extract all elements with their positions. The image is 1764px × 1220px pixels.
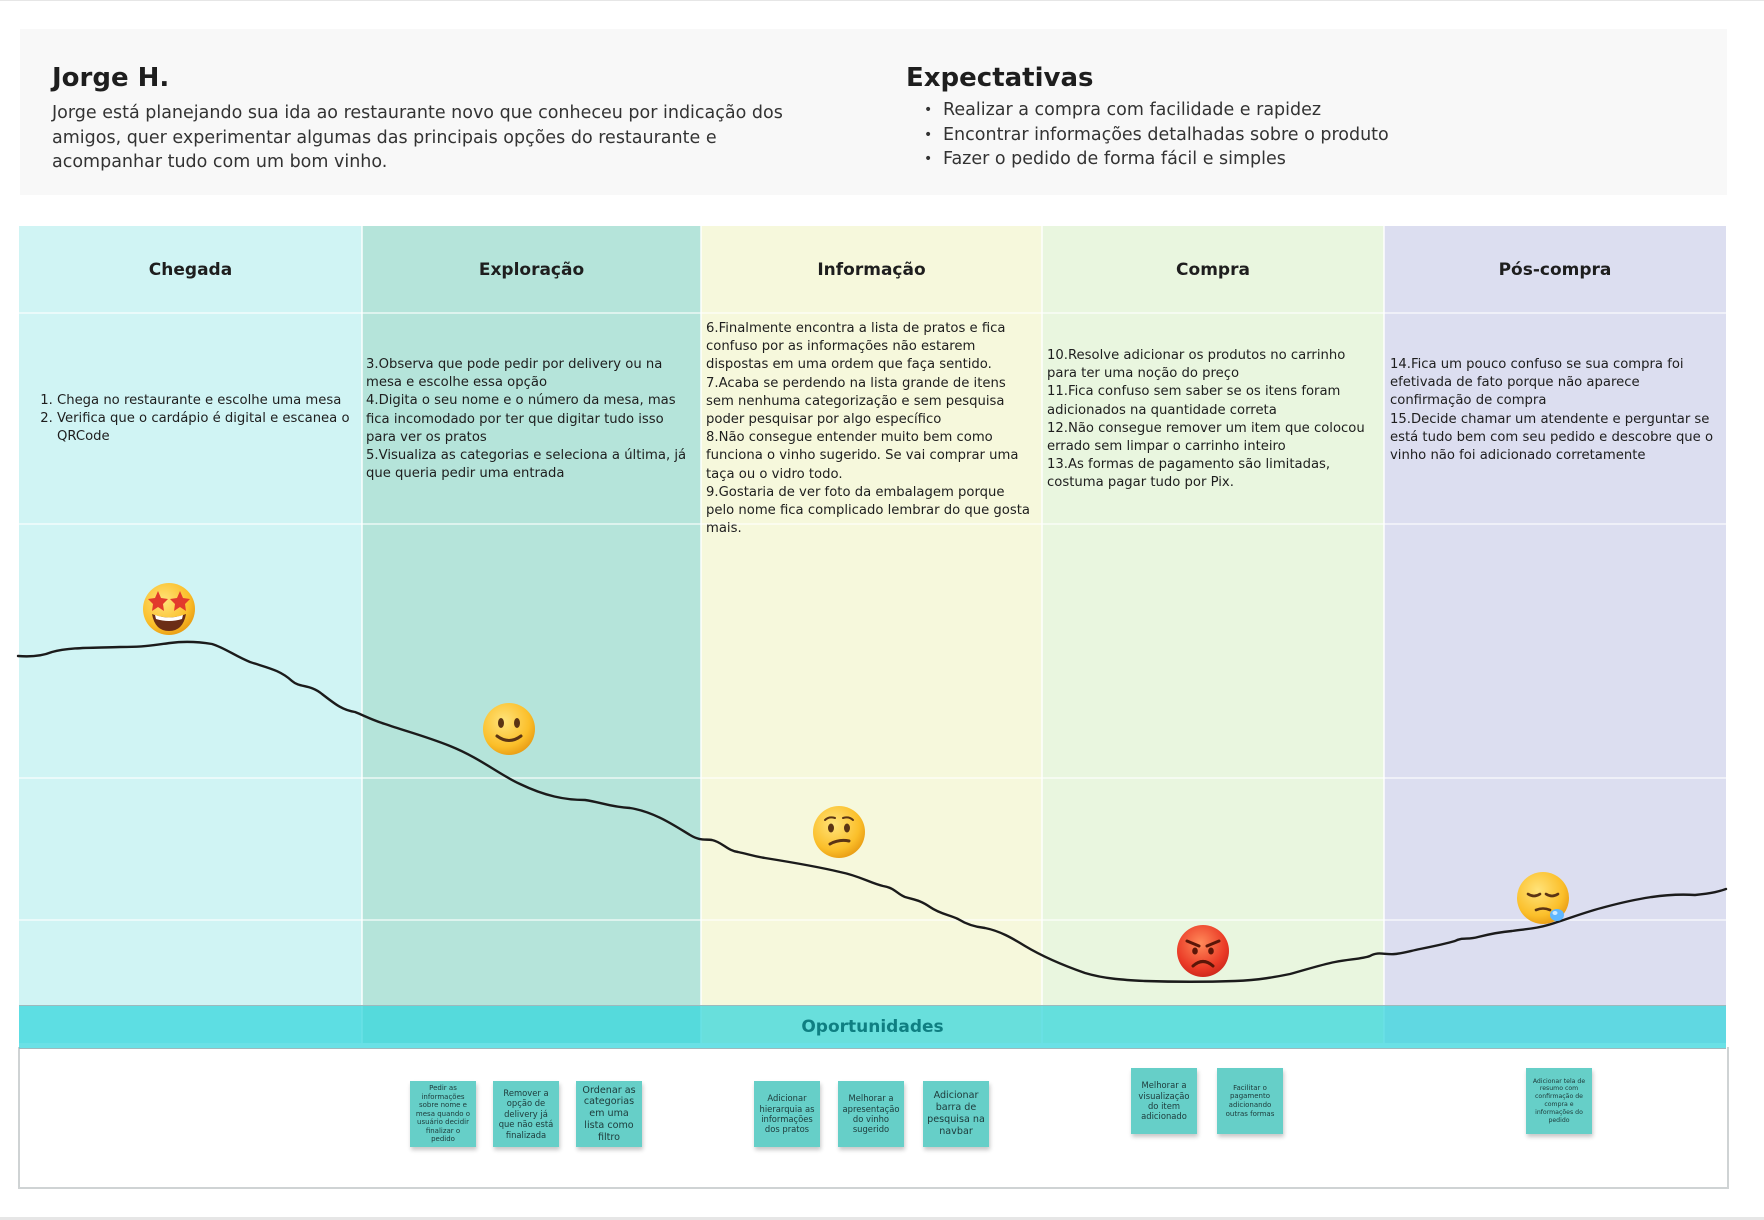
column-divider (361, 226, 363, 1043)
step-item: 11.Fica confuso sem saber se os itens fo… (1047, 384, 1341, 418)
sticky-note[interactable]: Pedir as informações sobre nome e mesa q… (410, 1081, 476, 1147)
step-item: 14.Fica um pouco confuso se sua compra f… (1390, 357, 1684, 409)
sleepy-emoji-icon (1517, 872, 1569, 924)
step-item: 10.Resolve adicionar os produtos no carr… (1047, 348, 1346, 382)
phase-chegada: Chegada Chega no restaurante e escolhe u… (19, 226, 362, 1043)
slightly-smiling-emoji-icon (483, 703, 535, 755)
step-item: Chega no restaurante e escolhe uma mesa (57, 392, 352, 410)
phase-steps: 3.Observa que pode pedir por delivery ou… (362, 356, 701, 483)
divider (1042, 919, 1384, 921)
persona-card (20, 29, 1727, 195)
step-item: 8.Não consegue entender muito bem como f… (706, 430, 1019, 482)
expectation-item: •Fazer o pedido de forma fácil e simples (924, 149, 1286, 169)
divider (1042, 312, 1384, 314)
step-item: Verifica que o cardápio é digital e esca… (57, 410, 352, 446)
phase-compra: Compra 10.Resolve adicionar os produtos … (1042, 226, 1384, 1043)
divider (701, 919, 1042, 921)
sticky-note[interactable]: Remover a opção de delivery já que não e… (493, 1081, 559, 1147)
persona-description: Jorge está planejando sua ida ao restaur… (52, 103, 783, 172)
phase-title: Pós-compra (1498, 260, 1612, 280)
step-item: 4.Digita o seu nome e o número da mesa, … (366, 393, 676, 445)
angry-emoji-icon (1177, 925, 1229, 977)
expectation-text: Encontrar informações detalhadas sobre o… (943, 124, 1389, 145)
step-item: 15.Decide chamar um atendente e pergunta… (1390, 411, 1714, 464)
phase-steps: 14.Fica um pouco confuso se sua compra f… (1384, 356, 1726, 465)
expectations-title: Expectativas (906, 63, 1094, 93)
phase-title: Exploração (478, 260, 585, 280)
persona-name: Jorge H. (52, 63, 170, 93)
star-struck-emoji-icon (143, 583, 195, 635)
step-item: 3.Observa que pode pedir por delivery ou… (366, 357, 663, 391)
divider (701, 777, 1042, 779)
step-item: 5.Visualiza as categorias e seleciona a … (366, 448, 687, 482)
divider (1042, 523, 1384, 525)
sticky-note[interactable]: Ordenar as categorias em uma lista como … (576, 1081, 642, 1147)
sticky-note[interactable]: Adicionar hierarquia as informações dos … (754, 1081, 820, 1147)
column-divider (700, 226, 702, 1043)
divider (1042, 777, 1384, 779)
divider (19, 312, 362, 314)
step-item: 13.As formas de pagamento são limitadas,… (1047, 457, 1331, 491)
divider (1384, 523, 1726, 525)
phase-steps: 6.Finalmente encontra a lista de pratos … (701, 320, 1042, 538)
phase-steps: 10.Resolve adicionar os produtos no carr… (1042, 347, 1384, 493)
phase-informacao: Informação 6.Finalmente encontra a lista… (701, 226, 1042, 1043)
confused-emoji-icon (813, 806, 865, 858)
expectation-text: Fazer o pedido de forma fácil e simples (943, 149, 1286, 169)
emotion-line (16, 640, 1728, 983)
sticky-note[interactable]: Facilitar o pagamento adicionando outras… (1217, 1068, 1283, 1134)
step-item: 12.Não consegue remover um item que colo… (1047, 420, 1365, 455)
expectation-text: Realizar a compra com facilidade e rapid… (943, 100, 1322, 120)
opportunities-title: Oportunidades (801, 1017, 944, 1037)
sticky-note[interactable]: Adicionar tela de resumo com confirmação… (1526, 1068, 1592, 1134)
column-divider (1383, 226, 1385, 1043)
sticky-note[interactable]: Melhorar a visualização do item adiciona… (1131, 1068, 1197, 1134)
phase-title: Chegada (148, 260, 233, 280)
divider (362, 777, 701, 779)
divider (19, 919, 362, 921)
top-border (0, 0, 1764, 1)
opportunities-bar: Oportunidades (19, 1005, 1726, 1049)
divider (701, 523, 1042, 525)
expectation-item: •Realizar a compra com facilidade e rapi… (924, 100, 1322, 120)
divider (362, 312, 701, 314)
divider (19, 523, 362, 525)
phase-title: Informação (817, 260, 926, 280)
phase-title: Compra (1176, 260, 1250, 280)
divider (1384, 777, 1726, 779)
divider (701, 312, 1042, 314)
divider (19, 777, 362, 779)
divider (1384, 312, 1726, 314)
column-divider (1041, 226, 1043, 1043)
sticky-note[interactable]: Adicionar barra de pesquisa na navbar (923, 1081, 989, 1147)
sticky-note[interactable]: Melhorar a apresentação do vinho sugerid… (838, 1081, 904, 1147)
step-item: 9.Gostaria de ver foto da embalagem porq… (706, 484, 1030, 537)
step-item: 7.Acaba se perdendo na lista grande de i… (706, 375, 1006, 428)
step-item: 6.Finalmente encontra a lista de pratos … (706, 321, 1006, 373)
bottom-border (0, 1217, 1764, 1220)
expectations-list: •Realizar a compra com facilidade e rapi… (906, 98, 1389, 172)
expectation-item: •Encontrar informações detalhadas sobre … (924, 124, 1389, 145)
phase-steps: Chega no restaurante e escolhe uma mesa … (19, 392, 362, 447)
divider (362, 523, 701, 525)
divider (362, 919, 701, 921)
phase-exploracao: Exploração 3.Observa que pode pedir por … (362, 226, 701, 1043)
